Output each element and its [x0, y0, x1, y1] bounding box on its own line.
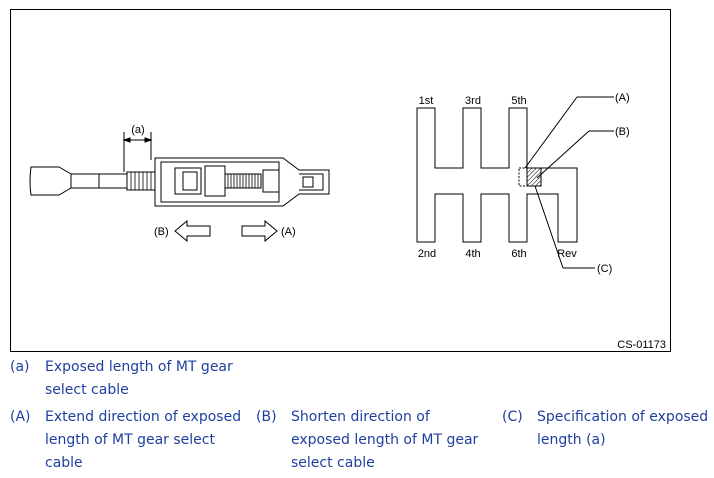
- leader-B: [536, 130, 590, 179]
- legend-item-a: (a) Exposed length of MT gear select cab…: [10, 356, 250, 402]
- legend-key-A: (A): [10, 409, 31, 425]
- thread-lines: [130, 172, 152, 190]
- legend-text-C-line2: length (a): [537, 432, 606, 448]
- label-A-leader: (A): [615, 92, 630, 104]
- label-C-leader: (C): [597, 263, 612, 275]
- threaded-section: [126, 171, 158, 191]
- exposed-length-spec-zone: [518, 167, 528, 187]
- label-A-arrow: (A): [281, 226, 296, 238]
- arrow-extend-direction: [241, 219, 278, 243]
- shift-gate-outline: [416, 107, 578, 243]
- dimension-a: [122, 132, 153, 172]
- legend-key-a: (a): [10, 359, 30, 375]
- leader-A: [524, 96, 578, 169]
- cable-end: [299, 173, 324, 191]
- legend-text-C-line1: Specification of exposed: [537, 409, 709, 425]
- arrow-shorten-direction: [174, 219, 211, 243]
- legend-item-C: (C) Specification of exposed length (a): [502, 406, 712, 452]
- gear-label-2nd: 2nd: [418, 248, 436, 260]
- legend-text-A-line1: Extend direction of exposed: [45, 409, 242, 425]
- cable-sheath: [29, 166, 72, 196]
- legend-text-A-line2: length of MT gear select: [45, 432, 215, 448]
- legend-key-C: (C): [502, 409, 523, 425]
- label-B-arrow: (B): [154, 226, 169, 238]
- gear-label-1st: 1st: [419, 95, 434, 107]
- gear-label-6th: 6th: [511, 248, 526, 260]
- gear-label-4th: 4th: [465, 248, 480, 260]
- diagram-figure: (a) (B) (A) 1st 3rd 5th 2nd 4th 6th Rev …: [10, 9, 671, 352]
- figure-id: CS-01173: [617, 339, 666, 351]
- gear-label-rev: Rev: [557, 248, 577, 260]
- label-a: (a): [131, 124, 144, 136]
- spec-zone-hatched: [526, 167, 542, 187]
- legend-text-a-line2: select cable: [45, 382, 129, 398]
- legend-item-B: (B) Shorten direction of exposed length …: [256, 406, 491, 476]
- legend-key-B: (B): [256, 409, 277, 425]
- gear-label-5th: 5th: [511, 95, 526, 107]
- legend-text-B-line1: Shorten direction of: [291, 409, 430, 425]
- label-B-leader: (B): [615, 126, 630, 138]
- shift-pattern: [416, 96, 614, 269]
- leader-C: [534, 185, 564, 269]
- gear-label-3rd: 3rd: [465, 95, 481, 107]
- legend-text-B-line3: select cable: [291, 455, 375, 471]
- select-cable-assembly: [29, 132, 330, 243]
- legend-text-A-line3: cable: [45, 455, 83, 471]
- legend-text-a-line1: Exposed length of MT gear: [45, 359, 233, 375]
- legend-item-A: (A) Extend direction of exposed length o…: [10, 406, 255, 476]
- legend-text-B-line2: exposed length of MT gear: [291, 432, 479, 448]
